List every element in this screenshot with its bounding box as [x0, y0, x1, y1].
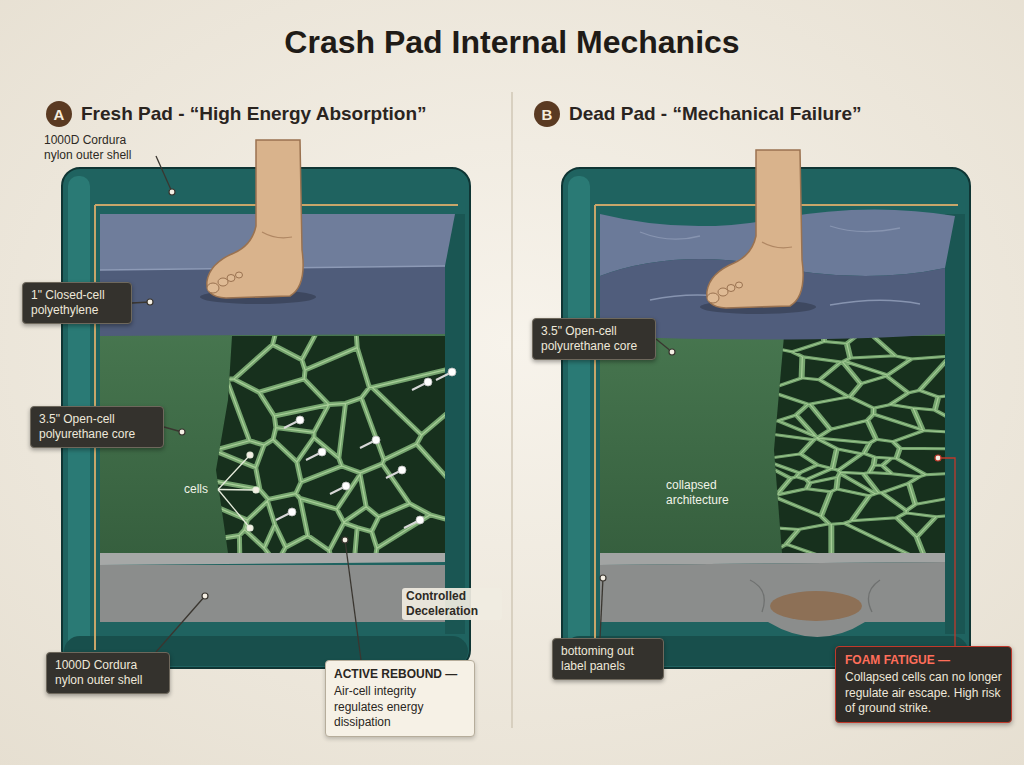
foam-strands [760, 331, 960, 558]
foam-mesh [760, 330, 960, 560]
foot-leg [707, 150, 803, 308]
callout-text: 1000D Cordura nylon outer shell [55, 658, 161, 688]
foam-cells [200, 320, 460, 566]
warning-heading: FOAM FATIGUE — [845, 653, 1002, 668]
foot [700, 150, 816, 314]
leader-line [218, 489, 256, 491]
foam-highlight [200, 320, 460, 566]
toe [727, 285, 735, 292]
air-molecule [288, 508, 296, 516]
foam-highlight [760, 331, 960, 558]
ankle-crease [762, 242, 792, 248]
leader-dot [253, 487, 259, 493]
shell-highlight [568, 176, 590, 660]
callout-text: bottoming out label panels [561, 644, 655, 674]
panel-badge: A [46, 101, 72, 127]
air-molecule [416, 516, 424, 524]
leader-dot [669, 349, 675, 355]
air-molecule [448, 368, 456, 376]
callout-text: 3.5" Open-cell polyurethane core [541, 324, 647, 354]
air-molecule [296, 416, 304, 424]
air-molecule [372, 436, 380, 444]
leader-dot [147, 299, 153, 305]
toe [718, 288, 728, 296]
air-molecule [398, 466, 406, 474]
base-wrinkles [750, 580, 880, 612]
leader-dot [247, 525, 253, 531]
panel-heading: A Fresh Pad - “High Energy Absorption” [46, 101, 506, 127]
leader-line [218, 455, 250, 490]
callout-box: 1000D Cordura nylon outer shell [46, 652, 170, 694]
bottomed-impression [770, 591, 862, 621]
panel-title: Dead Pad - “Mechanical Failure” [569, 103, 861, 125]
air-molecule [318, 448, 326, 456]
toe [207, 283, 219, 293]
panel-heading: B Dead Pad - “Mechanical Failure” [534, 101, 1004, 127]
shell-side [445, 214, 465, 634]
leader-dot [342, 537, 348, 543]
leader-line [156, 596, 205, 652]
panel-divider [511, 92, 513, 728]
note-body: Air-cell integrity regulates energy diss… [334, 684, 466, 730]
callout-box: 3.5" Open-cell polyurethane core [532, 318, 656, 360]
leader-lines [132, 156, 955, 660]
part-label: cells [184, 482, 224, 497]
callout-box: 1" Closed-cell polyethylene [22, 282, 132, 324]
foam-strands [200, 320, 460, 566]
base-layer-front [600, 562, 945, 637]
base-layer-top [100, 553, 445, 565]
leader-line [345, 540, 361, 660]
leader-dot [179, 429, 185, 435]
panel-title: Fresh Pad - “High Energy Absorption” [81, 103, 427, 125]
leader-dot [935, 455, 941, 461]
callout-text: 3.5" Open-cell polyurethane core [39, 412, 155, 442]
warning-body: Collapsed cells can no longer regulate a… [845, 670, 1002, 716]
panel-badge: B [534, 101, 560, 127]
leader-dot [600, 575, 606, 581]
leader-line [156, 156, 172, 192]
warning-box: FOAM FATIGUE — Collapsed cells can no lon… [835, 646, 1012, 723]
toe [736, 282, 743, 288]
toe [218, 278, 228, 286]
part-label: 1000D Cordura nylon outer shell [44, 133, 152, 163]
diagram-title: Crash Pad Internal Mechanics [0, 24, 1024, 61]
air-molecule [424, 378, 432, 386]
leader-line [218, 490, 250, 529]
note-box: ACTIVE REBOUND — Air-cell integrity regul… [325, 660, 475, 737]
foot [200, 140, 316, 304]
air-molecules [276, 368, 456, 528]
toe [707, 293, 719, 303]
note-heading: ACTIVE REBOUND — [334, 667, 466, 682]
annotation-label: Controlled Deceleration [402, 588, 502, 620]
callout-text: 1" Closed-cell polyethylene [31, 288, 123, 318]
toe [227, 275, 235, 282]
dead-pad [562, 150, 970, 668]
base-layer-front [100, 565, 445, 622]
leader-line [938, 458, 955, 646]
callout-box: 3.5" Open-cell polyurethane core [30, 406, 164, 448]
foam-cells [760, 331, 960, 558]
leader-dot [169, 189, 175, 195]
leader-dot [202, 593, 208, 599]
foot-leg [207, 140, 303, 298]
leader-dot [247, 452, 253, 458]
part-label: collapsed architecture [666, 478, 761, 508]
toe [236, 272, 243, 278]
foam-mesh [200, 320, 460, 566]
ankle-crease [262, 232, 292, 238]
air-molecule [342, 482, 350, 490]
callout-box: bottoming out label panels [552, 638, 664, 680]
leader-line [600, 578, 603, 638]
